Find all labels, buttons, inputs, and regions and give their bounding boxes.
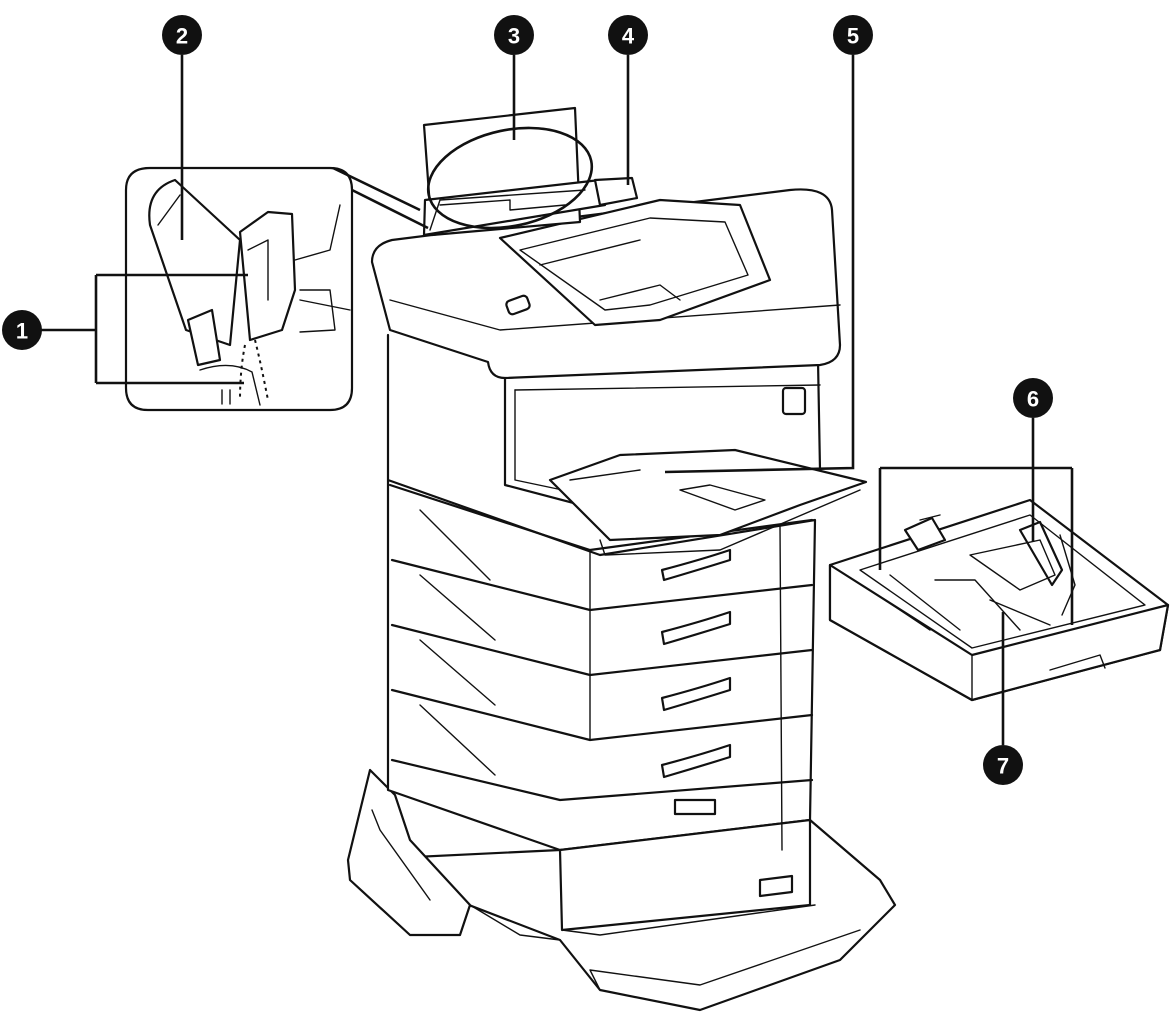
callout-number: 4 bbox=[622, 24, 635, 49]
callout-3: 3 bbox=[494, 15, 534, 55]
usb-port bbox=[781, 386, 807, 416]
callout-1: 1 bbox=[2, 310, 42, 350]
callout-7: 7 bbox=[983, 745, 1023, 785]
rear-paper-feed bbox=[422, 106, 639, 237]
callout-number: 6 bbox=[1027, 387, 1039, 412]
adf-latch bbox=[505, 294, 531, 316]
callout-number: 7 bbox=[997, 754, 1009, 779]
output-tray bbox=[548, 448, 868, 556]
removed-paper-cassette bbox=[828, 498, 1170, 702]
printer-body bbox=[370, 106, 868, 936]
callout-2: 2 bbox=[162, 15, 202, 55]
callout-5: 5 bbox=[833, 15, 873, 55]
adf-tray bbox=[498, 198, 772, 327]
paper-cassettes bbox=[388, 483, 814, 898]
callout-number: 3 bbox=[508, 24, 520, 49]
callout-4: 4 bbox=[608, 15, 648, 55]
callout-6: 6 bbox=[1013, 378, 1053, 418]
callout-number: 2 bbox=[176, 24, 188, 49]
callout-number: 1 bbox=[16, 319, 28, 344]
leader-lines bbox=[40, 55, 1074, 745]
highlight-ellipse bbox=[426, 126, 594, 230]
callout-number: 5 bbox=[847, 24, 859, 49]
